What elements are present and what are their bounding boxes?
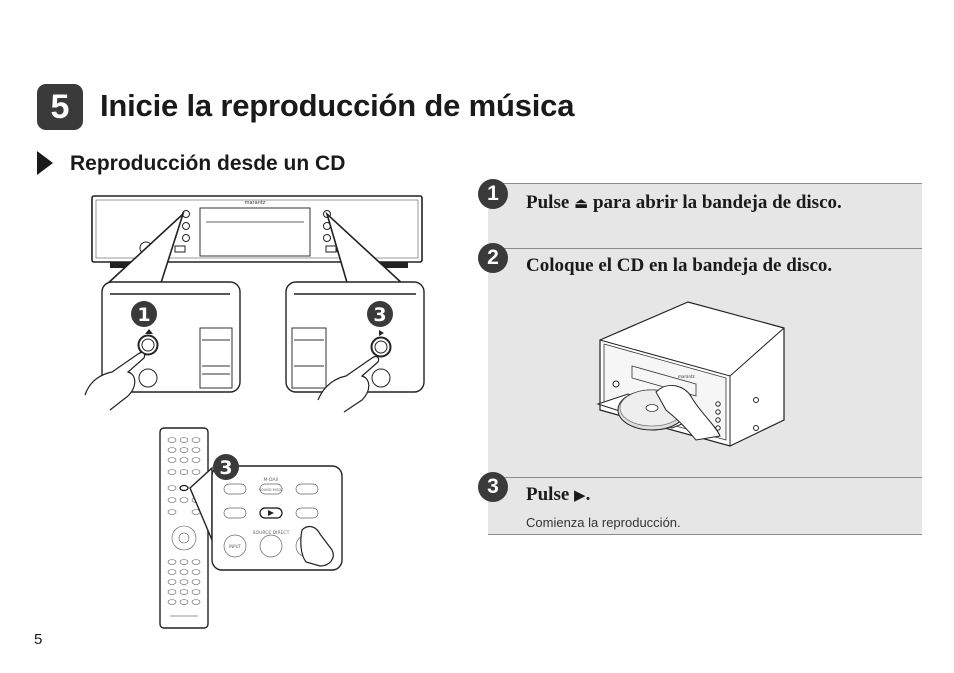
svg-text:INPUT: INPUT	[229, 544, 242, 549]
play-icon: ▶	[574, 486, 586, 504]
callout-3-remote: 3	[213, 454, 239, 480]
step-1-row	[488, 183, 922, 248]
eject-icon: ⏏	[574, 194, 589, 212]
step-3-circle: 3	[478, 472, 508, 502]
callout-3: 3	[367, 301, 393, 327]
svg-text:3: 3	[219, 457, 232, 479]
step-1-circle: 1	[478, 179, 508, 209]
step-1-text: Pulse ⏏ para abrir la bandeja de disco.	[526, 192, 842, 213]
callout-1: 1	[131, 301, 157, 327]
step-number-badge: 5	[37, 84, 83, 130]
svg-text:M-DAX: M-DAX	[263, 477, 278, 483]
cd-player-illustration: marantz 1	[84, 195, 425, 629]
brand-logo: marantz	[245, 200, 266, 206]
section-arrow-icon	[37, 151, 53, 175]
cd-insertion-illustration: marantz	[596, 301, 785, 447]
svg-text:SOURCE DIRECT: SOURCE DIRECT	[253, 530, 290, 536]
page-title: Inicie la reproducción de música	[100, 88, 575, 123]
step-3-text: Pulse ▶.	[526, 484, 591, 505]
step-2-circle: 2	[478, 243, 508, 273]
zoom-remote-panel: M-DAX SOUND MODE SOURCE DIRECT INPUT	[211, 465, 343, 571]
svg-text:marantz: marantz	[678, 374, 695, 379]
zoom-eject-button-panel	[84, 281, 241, 411]
section-title: Reproducción desde un CD	[70, 152, 346, 175]
zoom-play-button-panel	[285, 281, 425, 413]
page-number: 5	[34, 631, 43, 648]
svg-text:SOUND MODE: SOUND MODE	[259, 488, 284, 492]
svg-text:1: 1	[137, 304, 150, 326]
svg-text:3: 3	[373, 304, 386, 326]
step-3-row	[488, 477, 922, 535]
remote-control	[159, 427, 209, 629]
step-2-text: Coloque el CD en la bandeja de disco.	[526, 255, 833, 276]
step-3-note: Comienza la reproducción.	[526, 515, 681, 530]
